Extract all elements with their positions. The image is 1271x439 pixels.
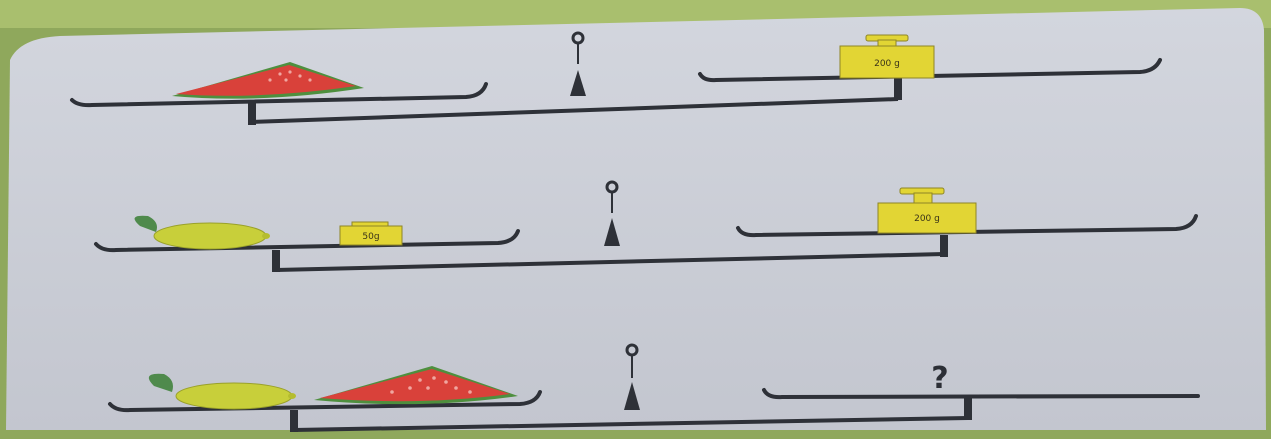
weight-label: 50g — [362, 232, 379, 242]
weight-label: 200 g — [914, 214, 940, 224]
weight-label: 200 g — [874, 59, 900, 69]
question-mark: ? — [931, 361, 948, 396]
